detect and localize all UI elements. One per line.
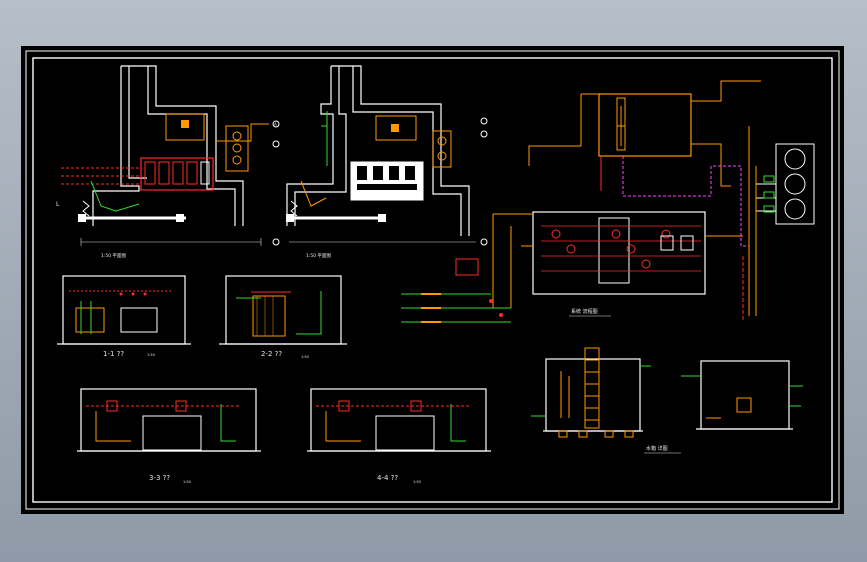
section-4-scale: 1:50 <box>413 480 421 484</box>
plan-1-title: 1:50 平面图 <box>101 253 127 259</box>
section-2-scale: 1:50 <box>301 355 309 359</box>
plan-2-title: 1:50 平面图 <box>306 253 332 259</box>
grid-label: A <box>274 122 277 127</box>
inner-border <box>32 57 833 503</box>
section-3-label: 3-3 ?? <box>149 474 170 482</box>
plan-view-2: 1:50 平面图 <box>286 65 488 259</box>
tank-detail: 水箱 详图 <box>531 347 803 454</box>
outer-border <box>25 50 840 510</box>
system-title: 系统 流程图 <box>571 308 598 315</box>
section-3-3: 3-3 ?? 1:50 <box>77 388 261 484</box>
tank-title: 水箱 详图 <box>646 445 668 452</box>
plan-view-1: A L 1:50 平面图 <box>56 65 280 259</box>
room-label: L <box>56 201 60 208</box>
cad-drawing: A L 1:50 平面图 1:50 <box>25 50 840 510</box>
section-3-scale: 1:50 <box>183 480 191 484</box>
section-4-label: 4-4 ?? <box>377 474 398 482</box>
section-2-label: 2-2 ?? <box>261 350 282 358</box>
section-1-label: 1-1 ?? <box>103 350 124 358</box>
section-1-scale: 1:50 <box>147 353 155 357</box>
section-2-2: 2-2 ?? 1:50 <box>219 275 347 359</box>
system-flow-diagram: 系统 流程图 <box>401 80 815 323</box>
section-1-1: 1-1 ?? 1:50 <box>57 275 191 358</box>
section-4-4: 4-4 ?? 1:50 <box>307 388 491 484</box>
drawing-sheet: A L 1:50 平面图 1:50 <box>21 46 844 514</box>
